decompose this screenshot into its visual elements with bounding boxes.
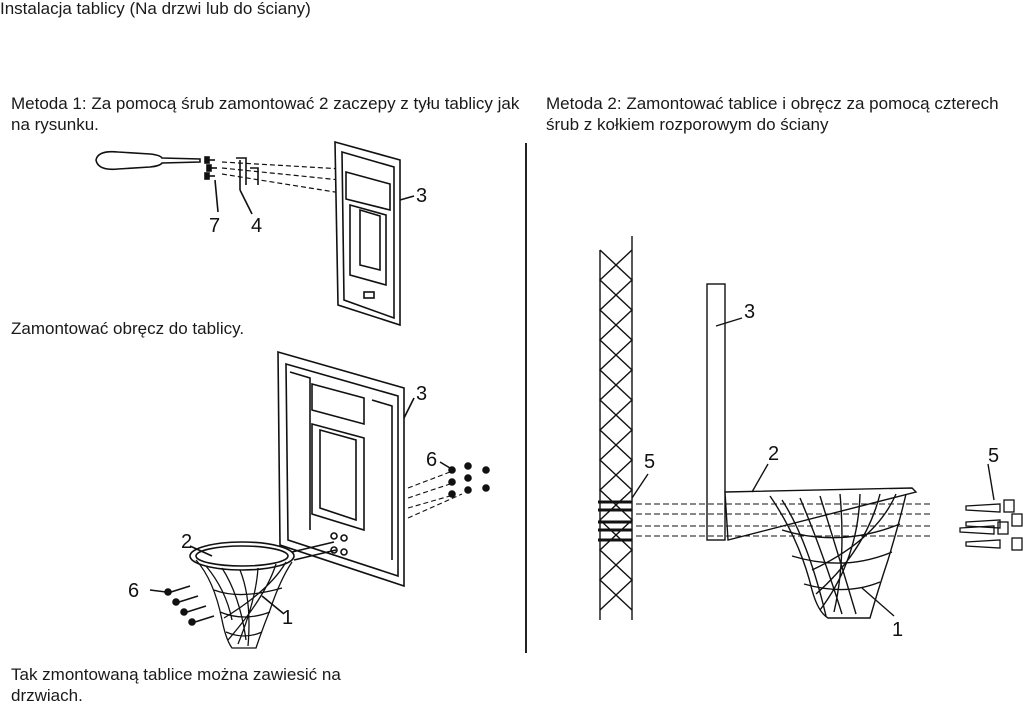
method-1-text: Metoda 1: Za pomocą śrub zamontować 2 za… <box>11 94 525 134</box>
label-wall-anchor-right: 5 <box>988 445 999 467</box>
column-divider <box>525 143 527 653</box>
label-screw-small: 7 <box>209 215 220 237</box>
rim-screws-right-icon <box>448 462 490 498</box>
label-rim: 2 <box>181 531 192 553</box>
label-backboard-top: 3 <box>416 185 427 207</box>
wall-icon <box>598 236 634 620</box>
label-rim-screws-left: 6 <box>128 580 139 602</box>
anchor-screws-icon <box>959 499 1023 551</box>
rim-step-text: Zamontować obręcz do tablicy. <box>11 319 245 338</box>
rim-screws-left-icon <box>164 585 215 626</box>
screwdriver-icon <box>95 150 201 171</box>
label-rim-screws-right: 6 <box>426 449 437 471</box>
label-rim-wall: 2 <box>768 443 779 465</box>
small-screws-icon <box>204 156 217 180</box>
wall-anchors-icon <box>598 500 632 542</box>
net-side-icon <box>769 493 907 619</box>
label-net-wall: 1 <box>892 619 903 641</box>
backboard-small-icon <box>334 140 401 327</box>
label-backboard-rim: 3 <box>416 383 427 405</box>
label-hook: 4 <box>251 215 262 237</box>
label-backboard-wall: 3 <box>744 301 755 323</box>
method-2-text: Metoda 2: Zamontować tablice i obręcz za… <box>546 94 1004 134</box>
backboard-side-icon <box>706 283 726 541</box>
figure-rim-mount <box>149 350 490 649</box>
figure-method-2 <box>598 236 1023 620</box>
net-icon <box>195 559 293 649</box>
hang-note-text: Tak zmontowaną tablice można zawiesić na… <box>11 665 346 705</box>
label-wall-anchor-left: 5 <box>644 451 655 473</box>
figure-method-1 <box>95 140 415 327</box>
label-net-left: 1 <box>282 607 293 629</box>
rim-icon <box>189 541 295 571</box>
page-title: Instalacja tablicy (Na drzwi lub do ścia… <box>0 0 311 18</box>
